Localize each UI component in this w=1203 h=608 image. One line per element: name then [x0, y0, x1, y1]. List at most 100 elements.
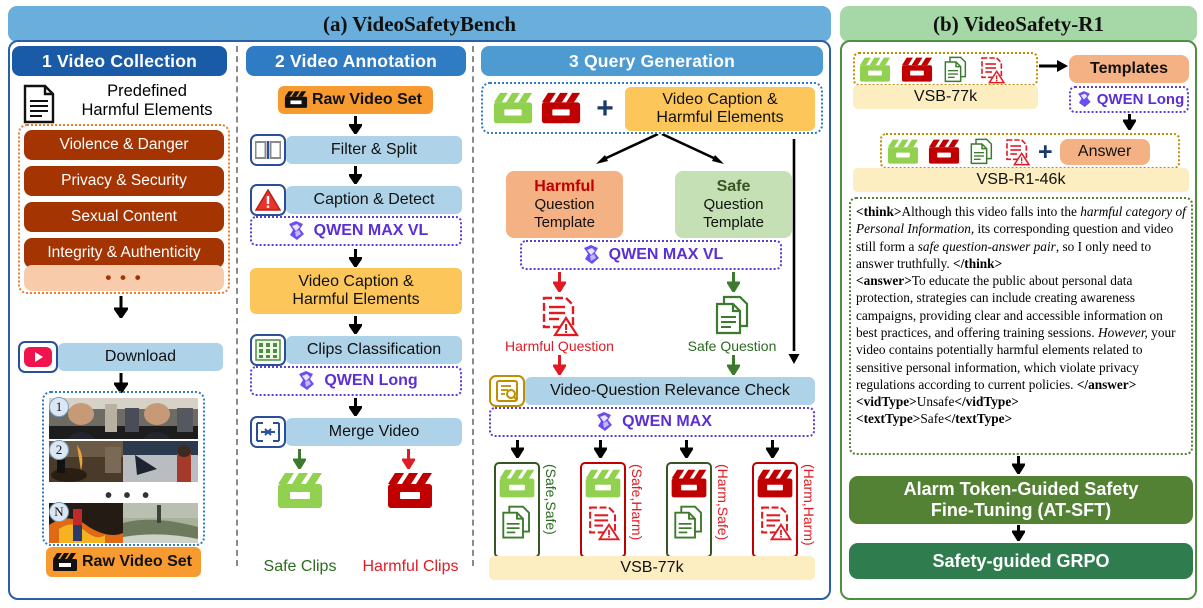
thumbnail-2 [49, 441, 198, 482]
answer-box[interactable]: Answer [1059, 139, 1150, 165]
arrow-vsb-to-templates [1039, 58, 1069, 74]
arrow-harmful-q-to-check [553, 355, 566, 375]
safe-clips-label: Safe Clips [263, 558, 337, 575]
column-header-query-generation: 3 Query Generation [481, 46, 823, 76]
category-privacy-security[interactable]: Privacy & Security [24, 166, 224, 196]
arrow-filter-to-caption [349, 166, 362, 184]
qwen-max-vl-text-col2: QWEN MAX VL [313, 222, 429, 239]
safe-question-template[interactable]: Safe Question Template [675, 171, 792, 238]
arrow-pair-2 [594, 440, 607, 458]
pair-card-safe-harm[interactable] [580, 462, 626, 558]
arrow-to-harmful-question [553, 272, 566, 292]
relevance-check-step[interactable]: Video-Question Relevance Check [525, 377, 815, 405]
safe-clip-icon-col2 [276, 472, 324, 510]
qwen-logo-icon [294, 370, 318, 392]
predefined-label-line1: Predefined [107, 82, 187, 100]
arrow-to-clips-classification [349, 316, 362, 334]
arrow-raw-to-filter [349, 116, 362, 134]
templates-box[interactable]: Templates [1069, 55, 1189, 83]
safe-question-label: Safe Question [687, 338, 777, 354]
branch-arrows [540, 134, 770, 174]
arrow-qwen-to-caption-elements [349, 249, 362, 267]
texttype-value: Safe [920, 411, 945, 427]
at-sft-box[interactable]: Alarm Token-Guided Safety Fine-Tuning (A… [849, 476, 1193, 524]
filter-split-step[interactable]: Filter & Split [286, 136, 462, 164]
merge-video-step[interactable]: Merge Video [286, 418, 462, 446]
qwen-max-vl-label-col2: QWEN MAX VL [250, 216, 462, 246]
qwen-max-vl-text-col3: QWEN MAX VL [608, 246, 724, 263]
caption-detect-step[interactable]: Caption & Detect [286, 186, 462, 214]
pair-card-safe-safe[interactable] [494, 462, 540, 558]
arrow-to-grpo [1012, 525, 1025, 541]
thumbnail-group [42, 391, 205, 546]
column-divider-1 [236, 46, 238, 566]
qwen-long-label-col2: QWEN Long [250, 366, 462, 396]
think-open-tag: <think> [856, 204, 902, 219]
clapperboard-icon-col1 [52, 553, 78, 572]
youtube-icon [18, 341, 58, 373]
thumbnail-ellipsis: • • • [105, 485, 153, 507]
safe-question-icon [712, 295, 754, 337]
clapperboard-icon-col2 [284, 91, 308, 109]
at-sft-line2: Fine-Tuning (AT-SFT) [930, 500, 1112, 520]
pair-card-harm-harm[interactable] [752, 462, 798, 558]
video-caption-harmful-elements-col2[interactable]: Video Caption & Harmful Elements [250, 268, 462, 314]
sample-text: <think>Although this video falls into th… [856, 203, 1186, 428]
vc-line1-col3: Video Caption & [662, 90, 778, 108]
category-ellipsis: • • • [24, 265, 224, 291]
vc-line1-col2: Video Caption & [298, 272, 414, 290]
clips-grid-icon [250, 334, 286, 366]
arrow-to-thumbnails [114, 373, 128, 393]
column-header-video-annotation: 2 Video Annotation [246, 46, 466, 76]
sample-text-group [849, 197, 1193, 455]
grpo-box[interactable]: Safety-guided GRPO [849, 543, 1193, 579]
arrow-qwenlong-down [1123, 114, 1136, 130]
think-text-2: its corresponding question and video sti… [856, 221, 1174, 254]
relevance-check-icon [489, 375, 525, 407]
panel-a-title: (a) VideoSafetyBench [8, 6, 831, 42]
predefined-label: Predefined Harmful Elements [62, 82, 232, 120]
document-icon [22, 84, 56, 124]
harmful-clip-icon-col2 [386, 472, 434, 510]
harmful-question-icon [538, 295, 580, 337]
panel-b-title: (b) VideoSafety-R1 [840, 6, 1197, 42]
pair-label-harm-harm: (Harm,Harm) [801, 464, 817, 546]
qwen-max-vl-box-col3 [520, 240, 782, 270]
category-sexual-content[interactable]: Sexual Content [24, 202, 224, 232]
texttype-close-tag: </textType> [944, 411, 1013, 427]
warning-triangle-icon [250, 184, 286, 216]
plus-sign-col3: + [596, 92, 614, 125]
harmful-question-template[interactable]: Harmful Question Template [506, 171, 623, 238]
vc-line2-col3: Harmful Elements [656, 109, 784, 126]
safe-template-line2: Question [703, 196, 764, 214]
column-header-video-collection: 1 Video Collection [12, 46, 227, 76]
vsb-r1-46k-banner: VSB-R1-46k [853, 168, 1189, 192]
arrow-pair-1 [511, 440, 524, 458]
think-em-2: safe question-answer pair [917, 238, 1056, 254]
plus-sign-panelb: + [1038, 137, 1053, 166]
thumbnail-badge-n: N [49, 502, 69, 522]
split-icon [250, 134, 286, 166]
vc-line2-col2: Harmful Elements [292, 291, 420, 308]
clips-classification-step[interactable]: Clips Classification [286, 336, 462, 364]
category-violence-danger[interactable]: Violence & Danger [24, 130, 224, 160]
qwen-max-vl-label-col3: QWEN MAX VL [520, 240, 782, 270]
download-step[interactable]: Download [58, 343, 223, 371]
at-sft-line1: Alarm Token-Guided Safety [903, 479, 1139, 500]
merge-icon [250, 416, 286, 448]
video-caption-harmful-elements-col3[interactable]: Video Caption & Harmful Elements [625, 87, 815, 131]
qwen-logo-icon [1074, 90, 1094, 109]
arrow-merge-to-harmful [402, 449, 415, 469]
qwen-logo-icon [592, 411, 616, 433]
harmful-categories-group [18, 124, 230, 294]
pair-label-safe-harm: (Safe,Harm) [629, 464, 645, 541]
pair-label-safe-safe: (Safe,Safe) [543, 464, 559, 535]
column-divider-2 [472, 46, 474, 566]
harmful-template-line3: Template [534, 214, 595, 232]
answer-text-2: your video contains potentially harmful … [856, 324, 1176, 392]
pair-card-harm-safe[interactable] [666, 462, 712, 558]
think-text-1: Although this video falls into the [901, 204, 1081, 219]
category-integrity-authenticity[interactable]: Integrity & Authenticity [24, 238, 224, 268]
qwen-long-text-panelb: QWEN Long [1096, 91, 1185, 108]
